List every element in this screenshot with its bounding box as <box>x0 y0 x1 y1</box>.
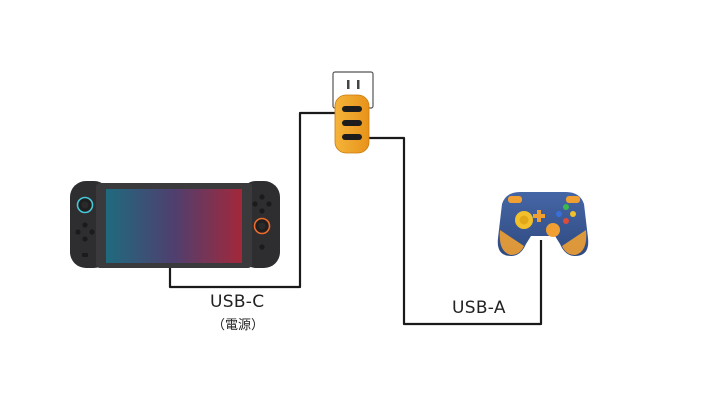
usb-a-label: USB-A <box>452 298 506 318</box>
controller-button-bottom-icon <box>563 218 569 224</box>
dpad-left-icon <box>75 229 81 235</box>
dpad-down-icon <box>82 236 88 242</box>
home-button-icon <box>259 244 265 250</box>
charger-port-3 <box>342 134 362 140</box>
controller-button-top-icon <box>563 204 569 210</box>
dpad-up-icon <box>82 222 88 228</box>
face-button-b-icon <box>259 208 265 214</box>
controller-button-left-icon <box>556 211 562 217</box>
charger-port-1 <box>342 106 362 112</box>
usb-a-cable <box>368 136 543 326</box>
console-screen <box>106 189 242 263</box>
face-button-a-icon <box>266 201 272 207</box>
usb-c-cable <box>168 111 338 289</box>
face-button-x-icon <box>259 194 265 200</box>
controller-button-right-icon <box>570 211 576 217</box>
power-label: （電源） <box>212 318 265 333</box>
dpad-right-icon <box>89 229 95 235</box>
controller-right-stick-icon <box>546 223 560 237</box>
gamepad-controller-icon <box>497 192 589 256</box>
wall-charger-icon <box>332 71 374 154</box>
charger-port-2 <box>342 120 362 126</box>
right-bumper <box>566 196 580 203</box>
controller-dpad-icon <box>533 210 545 222</box>
left-bumper <box>508 196 522 203</box>
usb-c-label: USB-C <box>210 292 265 312</box>
handheld-console-icon <box>70 181 280 268</box>
face-button-y-icon <box>252 201 258 207</box>
